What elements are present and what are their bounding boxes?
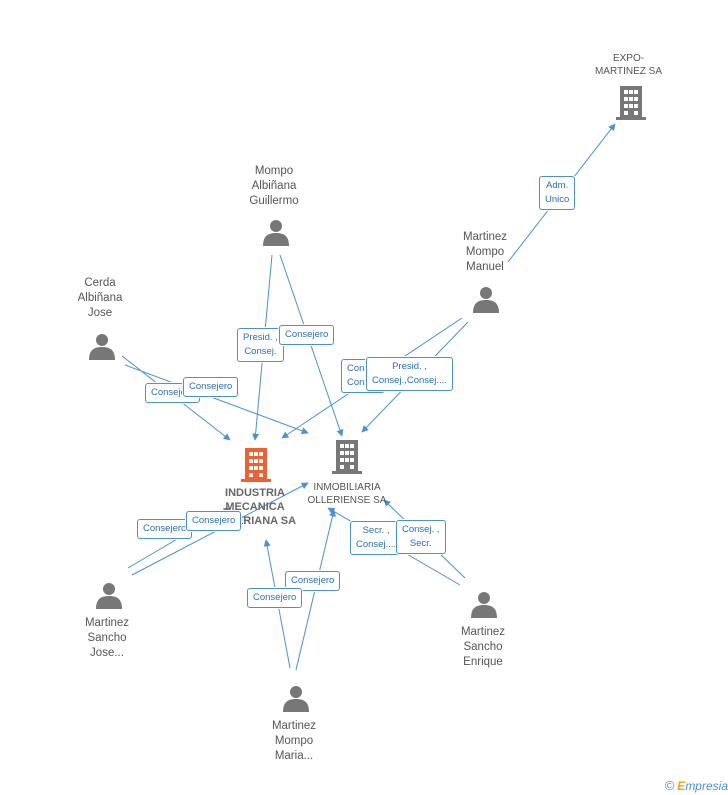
node-martinez-sancho-enrique-label[interactable]: Martinez Sancho Enrique: [460, 626, 506, 668]
node-expo-label[interactable]: EXPO- MARTINEZ SA: [594, 53, 663, 77]
copyright-symbol: ©: [664, 778, 675, 793]
edge-label-consejero[interactable]: Consejero: [285, 571, 341, 591]
footer-brand: ©Empresia: [665, 778, 728, 793]
edge-label-consejero[interactable]: Consejero: [137, 519, 193, 539]
edge-label-secr-consej[interactable]: Secr. , Consej....: [350, 521, 403, 555]
building-icon: [332, 440, 362, 474]
edge-label-presid-consej-manuel[interactable]: Presid. , Consej.,Consej....: [366, 357, 453, 391]
edge-label-consejero[interactable]: Consejero: [183, 377, 239, 397]
person-icon: [263, 220, 289, 246]
building-icon: [241, 448, 271, 482]
edge-cerda-inmobiliaria: [124, 364, 309, 435]
person-icon: [96, 583, 122, 609]
node-martinez-sancho-jose-label[interactable]: Martinez Sancho Jose...: [84, 617, 130, 659]
edge-label-adm-unico[interactable]: Adm. Unico: [539, 176, 576, 210]
person-icon: [89, 334, 115, 360]
building-icon: [616, 86, 646, 120]
edge-label-consej-secr[interactable]: Consej. , Secr.: [396, 520, 446, 554]
brand-name: mpresia: [685, 779, 728, 793]
edge-guillermo-inmobiliaria: [279, 254, 344, 437]
node-cerda-jose-label[interactable]: Cerda Albiñana Jose: [77, 277, 123, 319]
person-icon: [471, 592, 497, 618]
edge-label-consejero[interactable]: Consejero: [247, 588, 303, 608]
node-martinez-manuel-label[interactable]: Martinez Mompo Manuel: [462, 231, 508, 273]
node-inmobiliaria-label[interactable]: INMOBILIARIA OLLERIENSE SA: [307, 482, 387, 506]
node-martinez-mompo-maria-label[interactable]: Martinez Mompo Maria...: [271, 720, 317, 762]
node-mompo-guillermo-label[interactable]: Mompo Albiñana Guillermo: [249, 165, 299, 207]
person-icon: [283, 686, 309, 712]
edge-label-presid-consej[interactable]: Presid. , Consej.: [237, 328, 284, 362]
edge-label-consejero[interactable]: Consejero: [186, 511, 242, 531]
person-icon: [473, 287, 499, 313]
brand-initial: E: [677, 779, 686, 793]
edge-label-consejero[interactable]: Consejero: [279, 325, 335, 345]
